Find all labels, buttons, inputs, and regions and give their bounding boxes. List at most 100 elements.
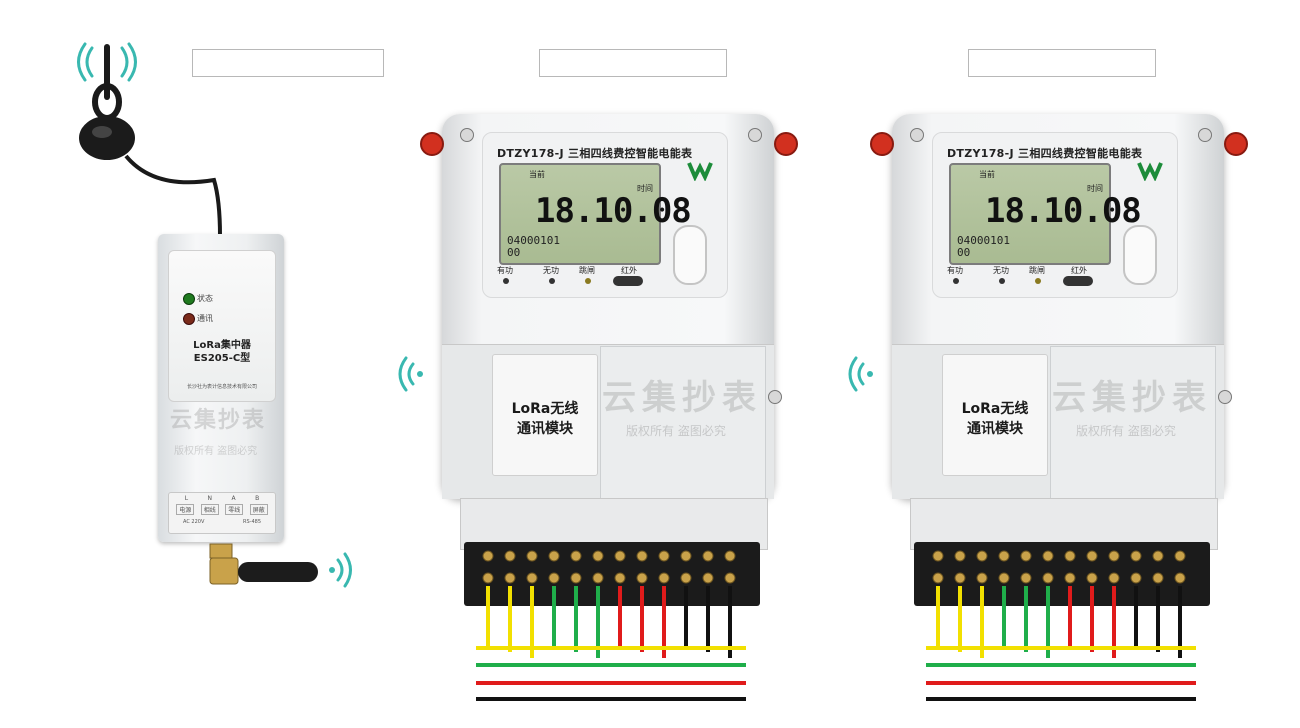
- lcd-code-line1: 04000101: [507, 234, 560, 247]
- terminal-screw-icon: [526, 550, 538, 562]
- concentrator-model: ES205-C型: [193, 353, 251, 364]
- terminal-screw-icon: [954, 550, 966, 562]
- comm-led: [183, 313, 195, 325]
- vertical-wire: [552, 586, 556, 646]
- indicator-label-infrared: 红外: [1071, 266, 1087, 275]
- lora-module: LoRa无线通讯模块: [492, 354, 598, 476]
- lcd-value: 18.10.08: [535, 191, 692, 231]
- terminal-box-3: 零线: [225, 504, 244, 515]
- terminal-screw-icon: [1152, 572, 1164, 584]
- wireless-signal-icon: [398, 356, 423, 392]
- power-spec: AC 220V: [183, 519, 205, 525]
- screw-icon: [768, 390, 782, 404]
- lora-module-label: LoRa无线通讯模块: [493, 399, 597, 439]
- stub-antenna: [209, 543, 352, 588]
- indicator-label-reactive: 无功: [993, 266, 1009, 275]
- lora-concentrator: 状态 通讯 LoRa集中器 ES205-C型 长沙社为表计信息技术有限公司 云集…: [158, 234, 284, 542]
- terminal-screw-icon: [482, 572, 494, 584]
- lora-module-label-2: 通讯模块: [967, 421, 1023, 437]
- lcd-value: 18.10.08: [985, 191, 1142, 231]
- terminal-screw-icon: [614, 550, 626, 562]
- lead-seal-icon: [1224, 132, 1248, 156]
- concentrator-watermark: 云集抄表: [170, 408, 267, 433]
- terminal-box-4: 屏蔽: [249, 504, 268, 515]
- screw-icon: [910, 128, 924, 142]
- reactive-led: [999, 278, 1005, 284]
- comm-label: 通讯: [197, 314, 213, 323]
- terminal-screw-icon: [1108, 550, 1120, 562]
- antenna-cable: [77, 42, 222, 237]
- terminal-label-l: L: [184, 495, 189, 502]
- horizontal-wire: [476, 697, 746, 701]
- indicator-label-active: 有功: [947, 266, 963, 275]
- wireless-signal-icon: [848, 356, 873, 392]
- terminal-screw-icon: [998, 572, 1010, 584]
- terminal-screw-icon: [592, 572, 604, 584]
- trip-led: [1035, 278, 1041, 284]
- vertical-wire: [1178, 586, 1182, 658]
- screw-icon: [1218, 390, 1232, 404]
- status-led: [183, 293, 195, 305]
- terminal-screw-icon: [1152, 550, 1164, 562]
- terminal-screw-icon: [1020, 550, 1032, 562]
- lcd-current-label: 当前: [529, 170, 545, 179]
- infrared-port: [613, 276, 643, 286]
- terminal-screw-icon: [1064, 550, 1076, 562]
- terminal-screw-icon: [526, 572, 538, 584]
- lcd-current-label: 当前: [979, 170, 995, 179]
- terminal-label-n: N: [207, 495, 213, 502]
- meter-watermark: 云集抄表: [1052, 378, 1212, 418]
- wireless-signal-icon: [77, 42, 137, 82]
- lead-seal-icon: [870, 132, 894, 156]
- vertical-wire: [706, 586, 710, 652]
- vertical-wire: [980, 586, 984, 658]
- horizontal-wire: [476, 681, 746, 685]
- horizontal-wire: [476, 646, 746, 650]
- vertical-wire: [596, 586, 600, 658]
- terminal-cover: [600, 346, 766, 508]
- meter-title: DTZY178-J 三相四线费控智能电能表: [947, 147, 1143, 160]
- terminal-screw-icon: [702, 550, 714, 562]
- horizontal-wire: [926, 663, 1196, 667]
- meter-watermark: 云集抄表: [602, 378, 762, 418]
- display-button[interactable]: [1123, 225, 1157, 285]
- terminal-screw-icon: [932, 550, 944, 562]
- meter2-label-box: [968, 49, 1156, 77]
- vertical-wire: [1112, 586, 1116, 658]
- concentrator-title: LoRa集中器: [193, 340, 251, 351]
- indicator-label-active: 有功: [497, 266, 513, 275]
- terminal-box-1: 电源: [176, 504, 195, 515]
- lcd-code-line2: 00: [957, 246, 971, 259]
- terminal-screw-icon: [724, 572, 736, 584]
- terminal-screw-icon: [548, 550, 560, 562]
- terminal-screw-icon: [1174, 550, 1186, 562]
- lcd-time-label: 时间: [637, 184, 653, 193]
- terminal-top: [460, 498, 768, 550]
- terminal-screw-icon: [548, 572, 560, 584]
- terminal-screw-icon: [504, 550, 516, 562]
- meter-body: DTZY178-J 三相四线费控智能电能表 当前 时间 18.10.08 040…: [892, 114, 1232, 508]
- active-led: [953, 278, 959, 284]
- meter-watermark-sub: 版权所有 盗图必究: [626, 424, 726, 438]
- concentrator-panel: 状态 通讯 LoRa集中器 ES205-C型 长沙社为表计信息技术有限公司: [168, 250, 276, 402]
- lora-module-label-1: LoRa无线: [511, 401, 579, 417]
- vertical-wire: [1024, 586, 1028, 652]
- company-name: 长沙社为表计信息技术有限公司: [186, 384, 257, 390]
- terminal-screw-icon: [1064, 572, 1076, 584]
- terminal-screw-icon: [614, 572, 626, 584]
- indicator-label-trip: 跳闸: [579, 266, 595, 275]
- display-button[interactable]: [673, 225, 707, 285]
- terminal-screw-icon: [658, 550, 670, 562]
- brand-logo-icon: [1137, 159, 1163, 182]
- lora-module: LoRa无线通讯模块: [942, 354, 1048, 476]
- lora-module-label-1: LoRa无线: [961, 401, 1029, 417]
- energy-meter-2: DTZY178-J 三相四线费控智能电能表 当前 时间 18.10.08 040…: [870, 114, 1248, 634]
- vertical-wire: [508, 586, 512, 652]
- lcd-time-label: 时间: [1087, 184, 1103, 193]
- vertical-wire: [662, 586, 666, 658]
- vertical-wire: [618, 586, 622, 646]
- terminal-cover: [1050, 346, 1216, 508]
